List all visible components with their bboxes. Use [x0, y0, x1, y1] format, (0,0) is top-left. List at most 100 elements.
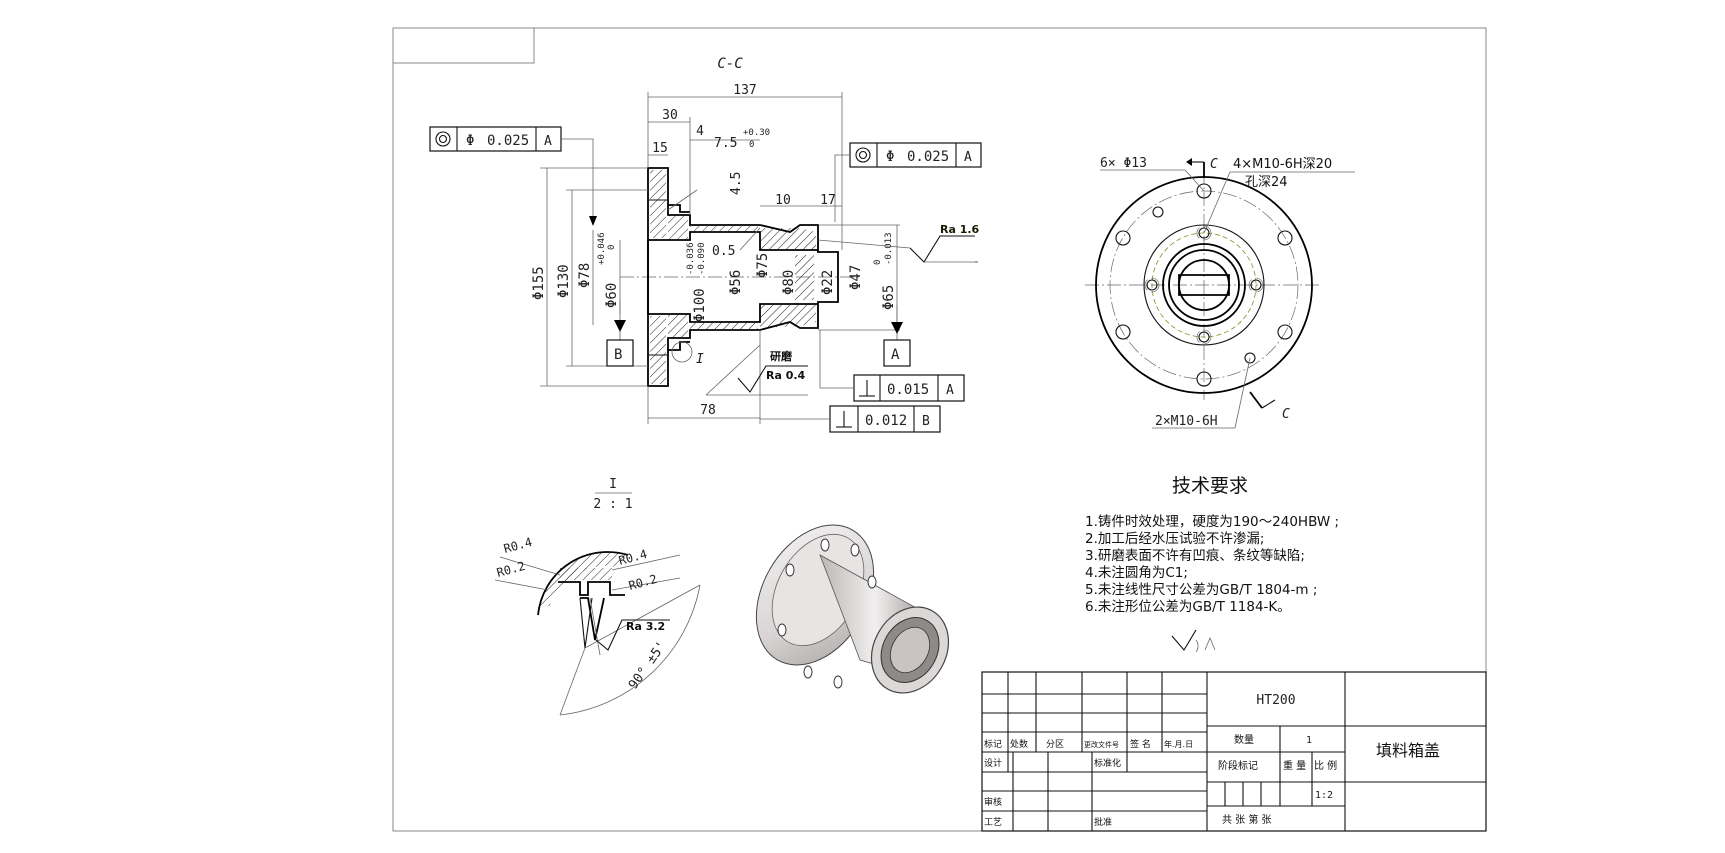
process-label: 工艺: [984, 817, 1002, 828]
dim-0-5: 0.5: [712, 244, 735, 259]
fcf-left-dia: Φ: [466, 133, 474, 149]
fcf-perp-a-value: 0.015: [887, 382, 929, 398]
rev-col-1: 处数: [1010, 738, 1028, 750]
qty-value: 1: [1306, 735, 1312, 746]
roughness-ra-0-4: 研磨 Ra 0.4: [705, 344, 808, 396]
dim-7-5: 7.5: [714, 136, 737, 151]
tol-60-lower: 0: [607, 245, 617, 250]
stage-label: 阶段标记: [1218, 759, 1258, 772]
isometric-view: [755, 524, 950, 694]
end-view: C C 6× Φ13 4×M10-6H深20 孔深24 2×M10-6H: [1085, 156, 1355, 429]
dim-dia-80: Φ80: [781, 270, 797, 295]
datum-b: B: [606, 300, 634, 367]
weight-label: 重 量: [1283, 759, 1306, 772]
fcf-right-datum: A: [964, 150, 972, 165]
fcf-coaxiality-left: Φ 0.025 A: [429, 126, 597, 226]
threaded-holes: [1144, 206, 1264, 364]
tol-60-upper: +0.046: [597, 232, 607, 265]
tol-100-lower: -0.090: [697, 242, 707, 275]
tol-100-upper: -0.036: [686, 242, 696, 275]
part-outline: [647, 167, 839, 387]
fcf-right-dia: Φ: [886, 149, 894, 165]
dim-dia-22: Φ22: [820, 270, 836, 295]
detail-scale: 2 : 1: [593, 497, 632, 512]
dim-17: 17: [820, 193, 836, 208]
fcf-left-value: 0.025: [487, 133, 529, 149]
detail-label: I: [609, 477, 617, 492]
detail-mark: I: [696, 352, 704, 367]
roughness-ra-1-6: Ra 1.6: [817, 223, 980, 263]
qty-label: 数量: [1234, 733, 1254, 746]
technical-requirements: 技术要求 1.铸件时效处理，硬度为190～240HBW ; 2.加工后经水压试验…: [1085, 475, 1339, 653]
tol-7-5-lower: 0: [749, 140, 754, 150]
dim-137: 137: [733, 83, 756, 98]
thread-label-bottom: 2×M10-6H: [1155, 414, 1218, 429]
dim-4-5: 4.5: [729, 172, 744, 195]
tol-65-upper: 0: [873, 260, 883, 265]
datum-a: A: [883, 305, 911, 367]
code-box: [392, 27, 535, 64]
dim-15: 15: [652, 141, 668, 156]
scale-value: 1:2: [1315, 790, 1333, 801]
part-name: 填料箱盖: [1376, 741, 1440, 760]
dim-dia-65: Φ65: [881, 285, 897, 310]
svg-text:B: B: [614, 347, 622, 363]
dim-30: 30: [662, 108, 678, 123]
thread-label-2: 孔深24: [1245, 175, 1288, 190]
material: HT200: [1256, 693, 1295, 708]
cut-label-bottom: C: [1282, 407, 1290, 422]
dim-dia-130: Φ130: [556, 264, 572, 298]
svg-text:Ra 1.6: Ra 1.6: [940, 223, 980, 236]
tech-req-5: 5.未注线性尺寸公差为GB/T 1804-m ;: [1085, 582, 1317, 598]
fcf-left-datum: A: [544, 134, 552, 149]
fcf-perp-b-value: 0.012: [865, 413, 907, 429]
dim-10: 10: [775, 193, 791, 208]
fcf-coaxiality-right: Φ 0.025 A: [834, 142, 982, 222]
tech-req-6: 6.未注形位公差为GB/T 1184-K。: [1085, 599, 1291, 615]
bolt-holes: [1115, 183, 1293, 387]
tech-req-4: 4.未注圆角为C1;: [1085, 565, 1188, 581]
svg-text:A: A: [891, 347, 900, 363]
review-label: 审核: [984, 796, 1002, 808]
design-label: 设计: [984, 757, 1002, 769]
tech-req-3: 3.研磨表面不许有凹痕、条纹等缺陷;: [1085, 547, 1305, 564]
dim-4: 4: [696, 124, 704, 139]
approve-label: 批准: [1094, 816, 1112, 828]
svg-text:Ra 0.4: Ra 0.4: [766, 369, 806, 382]
detail-ra: Ra 3.2: [626, 620, 665, 633]
tech-req-title: 技术要求: [1172, 475, 1248, 497]
fcf-perpendicularity-b: 0.012 B: [760, 405, 941, 433]
dim-dia-60: Φ60: [604, 283, 620, 308]
fcf-perpendicularity-a: 0.015 A: [819, 330, 965, 402]
tol-7-5-upper: +0.30: [743, 128, 770, 138]
scale-label: 比 例: [1314, 759, 1337, 772]
dim-dia-78: Φ78: [577, 263, 593, 288]
tol-65-lower: -0.013: [884, 232, 894, 265]
sheets-label: 共 张 第 张: [1222, 813, 1272, 826]
rev-col-2: 分区: [1046, 739, 1064, 750]
dim-dia-100: Φ100: [692, 288, 708, 322]
title-block: HT200 填料箱盖 数量 1 阶段标记 重 量 比 例 1:2 共 张 第 张…: [981, 671, 1487, 832]
lap-note: 研磨: [770, 349, 793, 363]
dim-dia-47: Φ47: [848, 265, 864, 290]
cut-label-top: C: [1210, 157, 1218, 172]
tech-req-1: 1.铸件时效处理，硬度为190～240HBW ;: [1085, 514, 1339, 530]
tech-req-2: 2.加工后经水压试验不许渗漏;: [1085, 531, 1264, 547]
fcf-perp-b-datum: B: [922, 414, 930, 429]
dim-78: 78: [700, 403, 716, 418]
section-title: C-C: [717, 56, 743, 72]
rev-col-3: 更改文件号: [1084, 740, 1119, 749]
rev-col-5: 年.月.日: [1164, 739, 1193, 749]
dim-dia-155: Φ155: [531, 266, 547, 300]
thread-label-1: 4×M10-6H深20: [1233, 157, 1332, 172]
rev-col-4: 签 名: [1130, 738, 1151, 750]
fcf-perp-a-datum: A: [946, 383, 954, 398]
section-view: C-C 137 30 15: [429, 56, 982, 433]
dim-dia-75: Φ75: [755, 253, 771, 278]
holes-label: 6× Φ13: [1100, 156, 1147, 171]
rev-col-0: 标记: [984, 738, 1002, 750]
fcf-right-value: 0.025: [907, 149, 949, 165]
standard-label: 标准化: [1094, 757, 1121, 769]
dim-dia-56: Φ56: [728, 270, 744, 295]
